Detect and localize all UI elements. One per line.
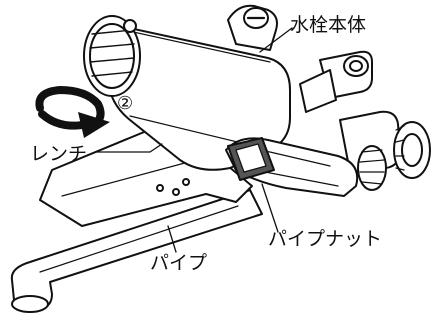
temperature-handle	[83, 15, 141, 97]
leader-pipe	[167, 225, 177, 253]
leader-faucet-body	[259, 27, 293, 53]
label-pipe-nut: パイプナット	[268, 228, 383, 250]
spout-pipe	[10, 189, 263, 313]
leader-lines	[95, 27, 293, 253]
label-faucet-body: 水栓本体	[290, 14, 367, 36]
ribbed-collar	[357, 145, 387, 191]
label-wrench: レンチ	[30, 143, 88, 165]
leader-wrench	[95, 143, 163, 153]
rotate-arrow-icon	[35, 85, 110, 138]
label-step-number: ②	[117, 93, 134, 114]
label-pipe: パイプ	[150, 252, 208, 274]
inlet-fitting	[299, 50, 373, 113]
top-cap	[227, 4, 278, 51]
leader-pipe-nut	[261, 183, 279, 233]
pipe-nut	[227, 137, 275, 181]
